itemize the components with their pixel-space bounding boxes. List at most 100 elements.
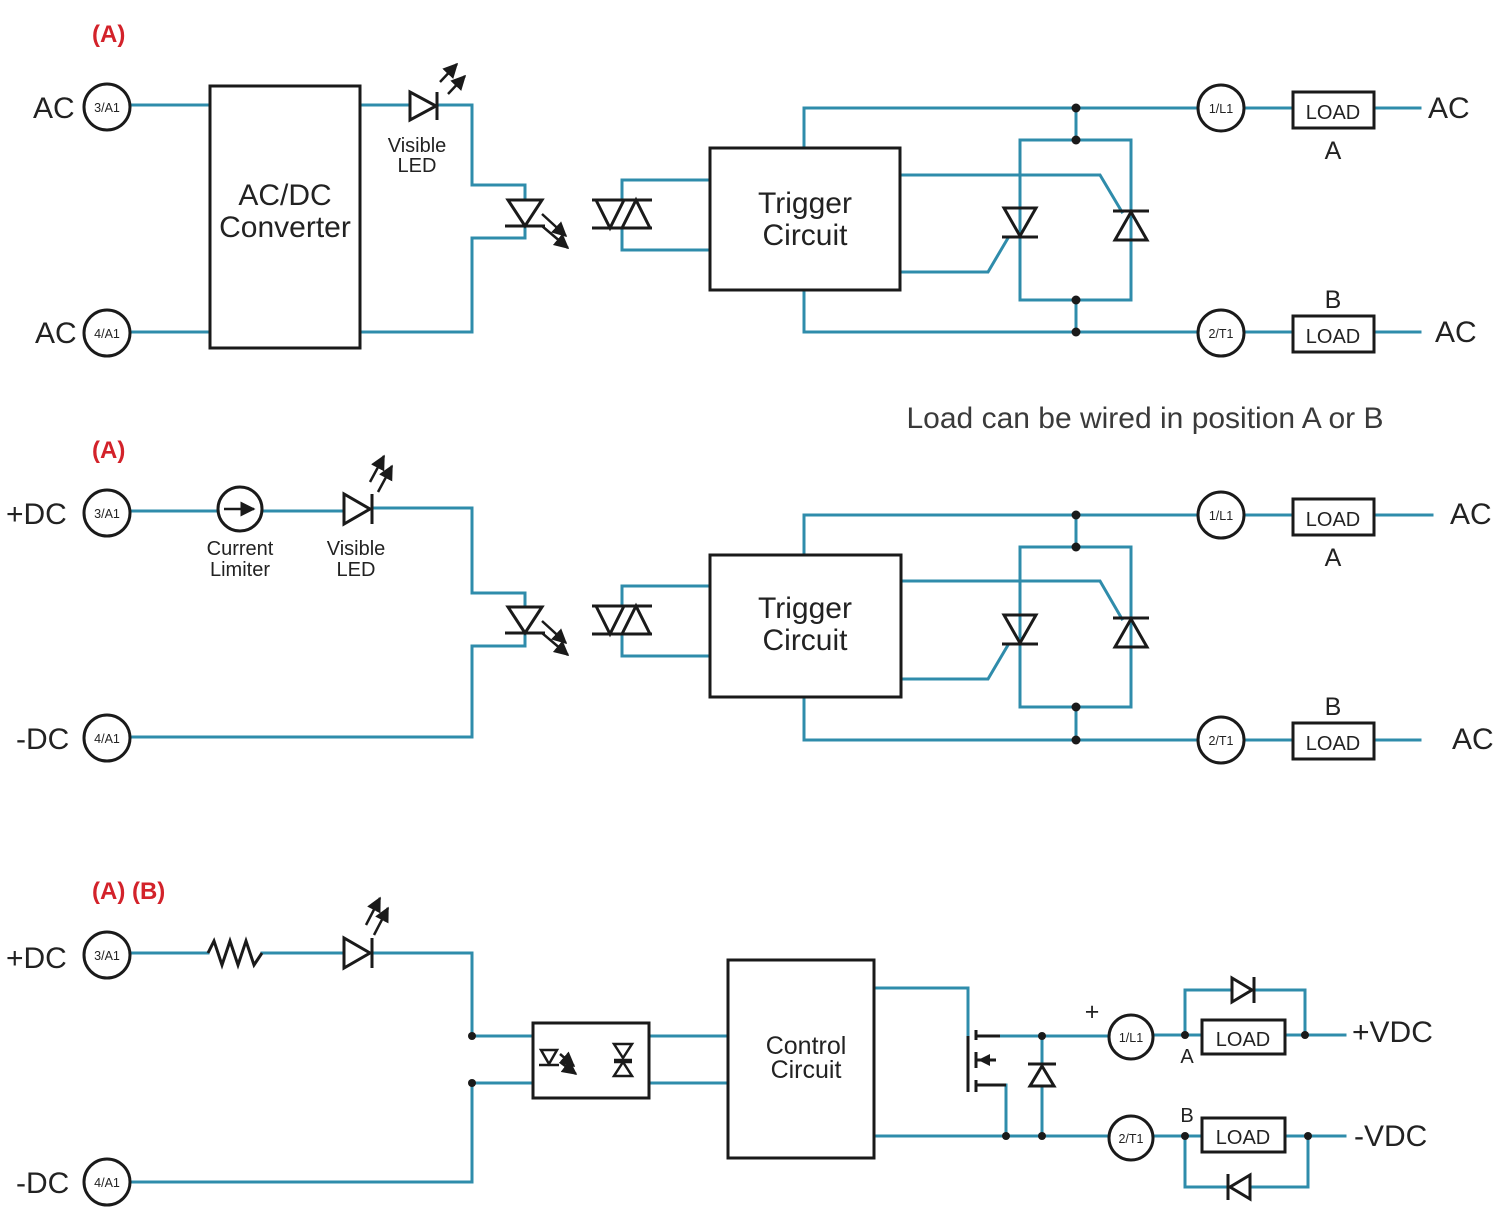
- terminal-4-a1: [82, 308, 132, 358]
- output-bottom-label: AC: [1435, 316, 1477, 349]
- junction-dot: [1181, 1031, 1189, 1039]
- load-box-b: [1291, 314, 1376, 354]
- current-limiter-icon: [216, 485, 264, 533]
- control-circuit-box: [726, 958, 876, 1160]
- junction-dot: [468, 1079, 476, 1087]
- load-label-a: LOAD: [1306, 102, 1360, 124]
- junction-dot: [1071, 542, 1081, 552]
- mosfet-icon: [966, 1030, 1006, 1092]
- junction-dot: [1071, 103, 1081, 113]
- freewheel-diode-icon: [1027, 1062, 1057, 1088]
- terminal-3-a1-label: 3/A1: [94, 507, 120, 521]
- terminal-1-l1-label: 1/L1: [1119, 1031, 1143, 1045]
- terminal-3-a1-label: 3/A1: [94, 101, 120, 115]
- input-top-label: +DC: [6, 942, 67, 975]
- plus-label: +: [1085, 998, 1100, 1026]
- led-label-2: LED: [398, 155, 437, 177]
- terminal-2-t1: [1196, 308, 1246, 358]
- terminal-3-a1: [82, 930, 132, 980]
- circuit-1-wires: [128, 103, 1422, 334]
- junction-dot: [1181, 1132, 1189, 1140]
- load-box-a: [1291, 90, 1376, 130]
- converter-label-1: AC/DC: [238, 179, 331, 212]
- opto-triac-icon: [592, 602, 652, 638]
- junction-dot: [1071, 510, 1081, 520]
- terminal-1-l1: [1196, 83, 1246, 133]
- scr-pair-icon: [1001, 206, 1150, 242]
- load-box-b: [1200, 1116, 1287, 1154]
- terminal-2-t1-label: 2/T1: [1208, 327, 1233, 341]
- visible-led-icon: [408, 62, 467, 123]
- opto-emitter-icon: [505, 605, 570, 656]
- visible-led-icon: [342, 454, 394, 527]
- output-bottom-label: AC: [1452, 723, 1494, 756]
- visible-led-icon: [342, 896, 390, 971]
- junction-dot: [1071, 295, 1081, 305]
- terminal-4-a1-label: 4/A1: [94, 327, 120, 341]
- terminal-2-t1: [1107, 1114, 1155, 1162]
- junction-dot: [468, 1032, 476, 1040]
- load-label-a: LOAD: [1306, 509, 1360, 531]
- resistor-icon: [206, 936, 264, 970]
- output-top-label: AC: [1450, 498, 1492, 531]
- terminal-1-l1: [1107, 1013, 1155, 1061]
- led-label-1: Visible: [327, 538, 386, 560]
- limiter-label-2: Limiter: [210, 559, 270, 581]
- input-bottom-label: -DC: [16, 723, 69, 756]
- trigger-label-2: Circuit: [762, 624, 848, 657]
- terminal-3-a1: [82, 82, 132, 132]
- opto-emitter-icon: [505, 198, 570, 249]
- trigger-label-1: Trigger: [758, 187, 852, 220]
- trigger-circuit-box: [708, 553, 903, 699]
- terminal-1-l1: [1196, 490, 1246, 540]
- input-top-label: AC: [33, 92, 75, 125]
- terminal-3-a1: [82, 488, 132, 538]
- circuit-3: (A) (B) 3/A1 4/A1 +DC -DC: [6, 878, 1433, 1207]
- opto-coupler-icon: [538, 1042, 635, 1078]
- terminal-2-t1: [1196, 715, 1246, 765]
- junction-dot: [1071, 327, 1081, 337]
- terminal-1-l1-label: 1/L1: [1209, 509, 1233, 523]
- circuit-1: (A) 3/A1 4/A1 AC AC: [33, 21, 1477, 358]
- input-bottom-label: -DC: [16, 1167, 69, 1200]
- output-top-label: AC: [1428, 92, 1470, 125]
- position-b-label: B: [1325, 286, 1342, 314]
- load-label-b: LOAD: [1216, 1127, 1270, 1149]
- position-a-label: A: [1325, 137, 1342, 165]
- led-label-2: LED: [337, 559, 376, 581]
- load-box-b: [1291, 721, 1376, 761]
- junction-dot: [1301, 1031, 1309, 1039]
- load-diode-bottom-icon: [1226, 1172, 1252, 1202]
- trigger-circuit-box: [708, 146, 902, 292]
- input-top-label: +DC: [6, 498, 67, 531]
- terminal-3-a1-label: 3/A1: [94, 949, 120, 963]
- ac-dc-converter-box: [208, 84, 362, 350]
- circuit-2-tag: (A): [92, 437, 125, 464]
- junction-dot: [1038, 1032, 1046, 1040]
- position-b-label: B: [1325, 693, 1342, 721]
- position-a-label: A: [1180, 1046, 1194, 1068]
- terminal-4-a1: [82, 713, 132, 763]
- control-label-2: Circuit: [771, 1056, 842, 1084]
- junction-dot: [1071, 702, 1081, 712]
- converter-label-2: Converter: [219, 211, 351, 244]
- wiring-note: Load can be wired in position A or B: [907, 402, 1384, 435]
- trigger-label-1: Trigger: [758, 592, 852, 625]
- junction-dot: [1304, 1132, 1312, 1140]
- output-bottom-label: -VDC: [1354, 1120, 1427, 1153]
- terminal-1-l1-label: 1/L1: [1209, 102, 1233, 116]
- load-label-b: LOAD: [1306, 733, 1360, 755]
- load-box-a: [1200, 1018, 1287, 1056]
- circuit-2: (A) 3/A1 4/A1 +DC -DC: [6, 437, 1494, 765]
- terminal-4-a1-label: 4/A1: [94, 732, 120, 746]
- opto-triac-icon: [592, 196, 652, 232]
- limiter-label-1: Current: [207, 538, 274, 560]
- junction-dot: [1002, 1132, 1010, 1140]
- scr-pair-icon: [1001, 613, 1150, 649]
- terminal-4-a1: [82, 1157, 132, 1207]
- terminal-2-t1-label: 2/T1: [1118, 1132, 1143, 1146]
- output-top-label: +VDC: [1352, 1016, 1433, 1049]
- position-b-label: B: [1180, 1105, 1193, 1127]
- junction-dot: [1038, 1132, 1046, 1140]
